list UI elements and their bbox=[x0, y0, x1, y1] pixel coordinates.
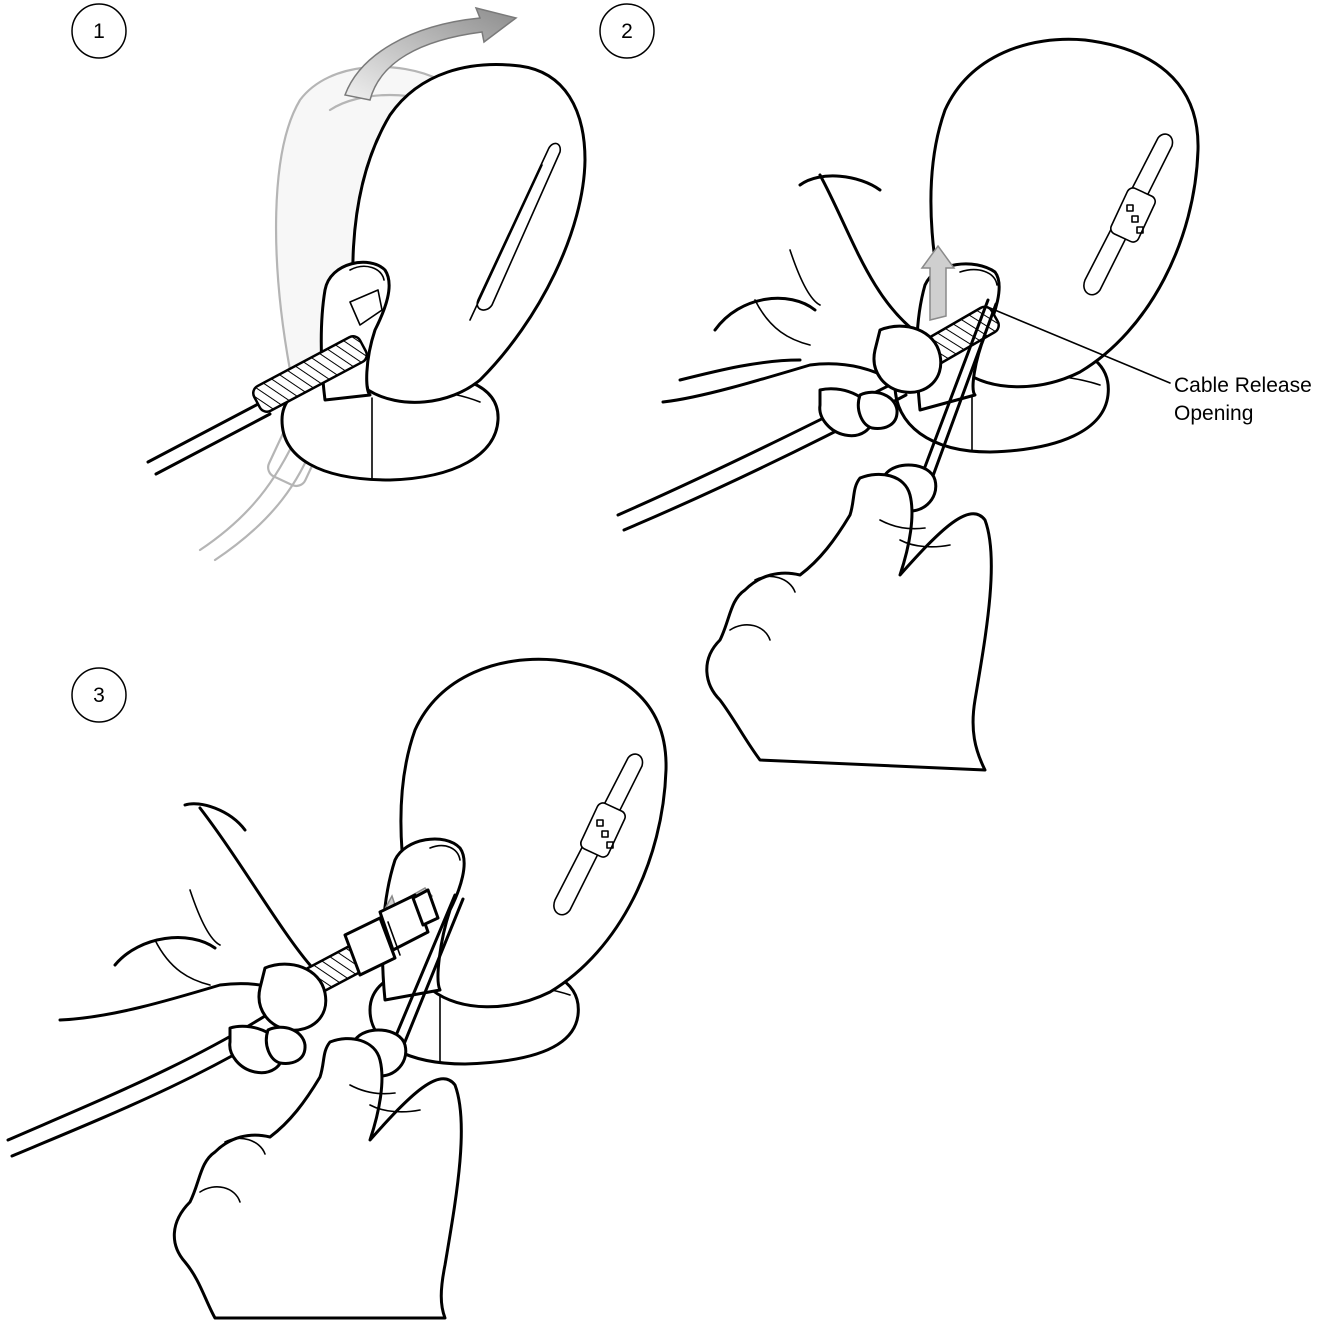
step-3-panel: 3 bbox=[8, 659, 666, 1318]
callout-line-1: Cable Release bbox=[1174, 374, 1312, 397]
step-3-badge: 3 bbox=[72, 668, 126, 722]
callout-line-2: Opening bbox=[1174, 402, 1253, 425]
scanner-head bbox=[382, 659, 666, 1006]
step-1-number: 1 bbox=[93, 20, 105, 43]
step-1-panel: 1 bbox=[72, 4, 585, 560]
step-2-badge: 2 bbox=[600, 4, 654, 58]
hand-holding-cable bbox=[60, 804, 326, 1073]
step-2-number: 2 bbox=[621, 20, 633, 43]
hand-holding-screwdriver bbox=[707, 474, 992, 770]
scanner-head bbox=[917, 39, 1198, 410]
step-1-badge: 1 bbox=[72, 4, 126, 58]
step-2-panel: 2 bbox=[600, 4, 1312, 770]
hand-holding-screwdriver bbox=[174, 1039, 461, 1318]
step-3-number: 3 bbox=[93, 684, 105, 707]
